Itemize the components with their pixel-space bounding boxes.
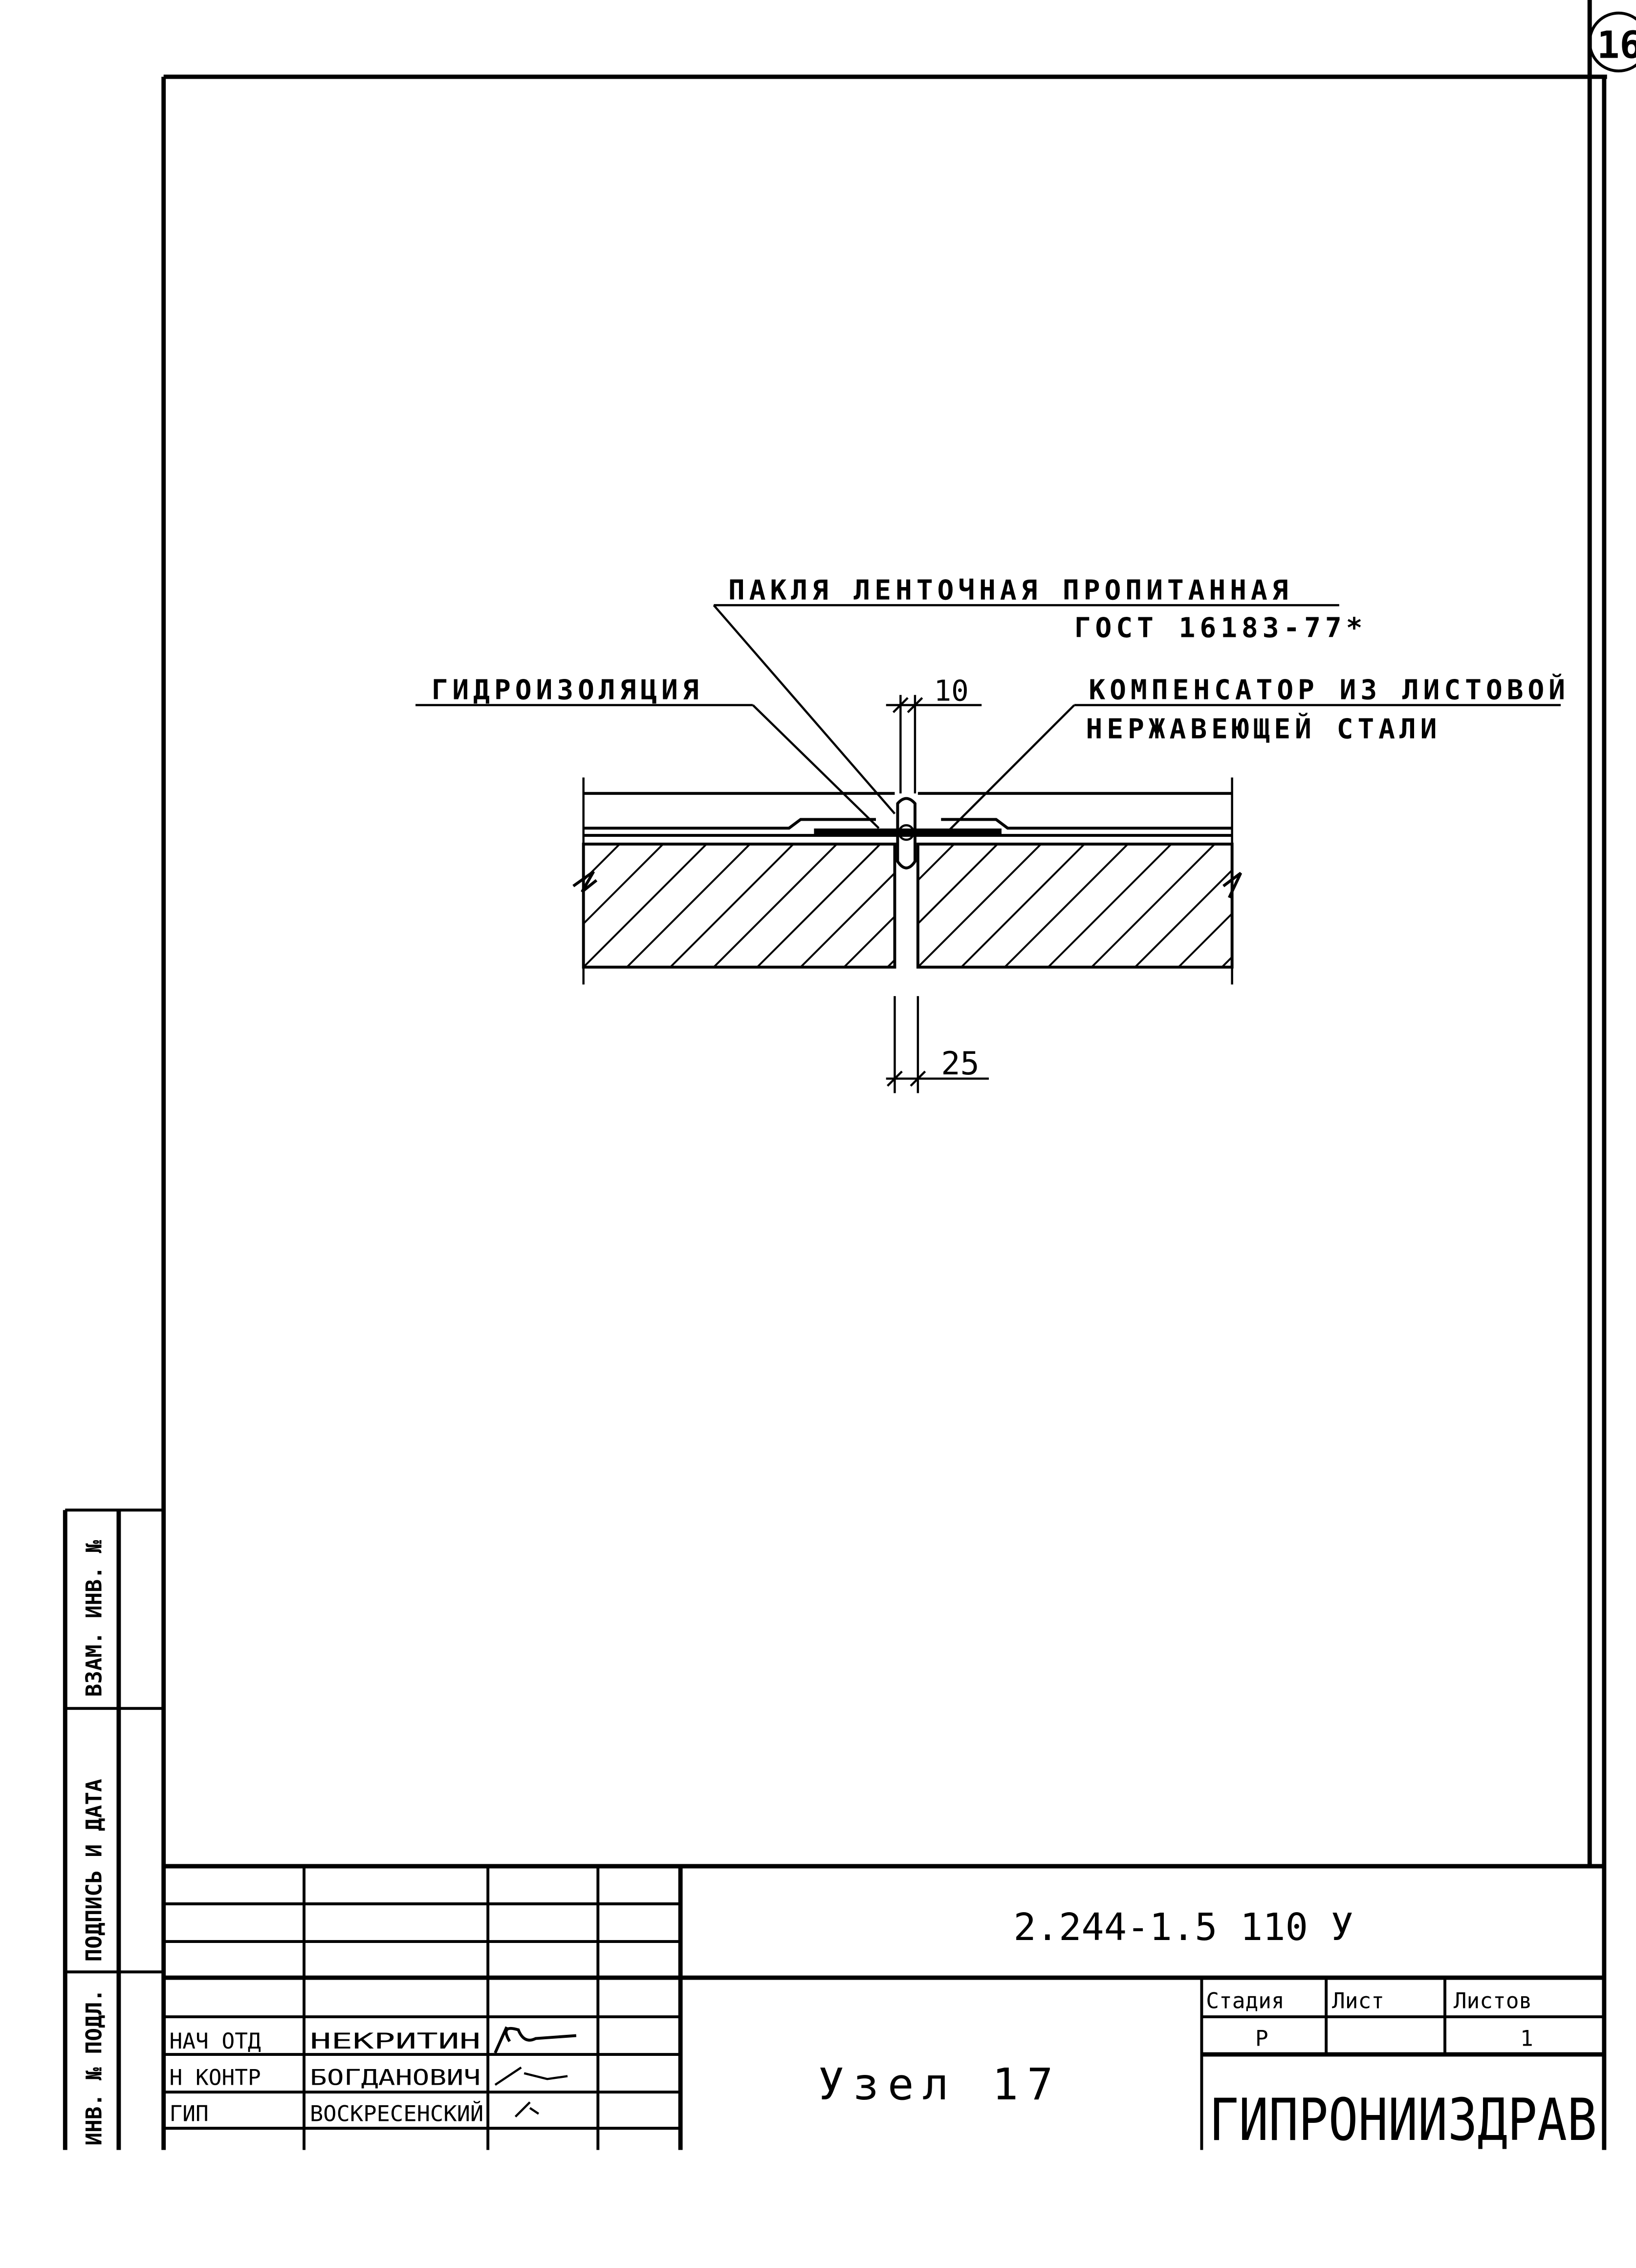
hatch-line — [670, 844, 794, 967]
signatory-name: БОГДАНОВИЧ — [310, 2065, 481, 2090]
dimension-10: 10 — [934, 674, 968, 708]
signatories: НАЧ ОТД НЕКРИТИН Н КОНТР БОГДАНОВИЧ ГИП … — [170, 2026, 577, 2126]
hatch-line — [583, 844, 664, 925]
stage-header: Стадия — [1206, 1988, 1284, 2013]
side-stamp — [63, 1508, 164, 2150]
drawing-designation: 2.244-1.5 110 У — [1013, 1906, 1353, 1949]
signature-3 — [514, 2101, 540, 2117]
hatch-line — [887, 959, 895, 967]
hatch-line — [1178, 912, 1232, 967]
stamp-field-original-inv: ИНВ. № ПОДЛ. — [82, 1989, 107, 2146]
hatch-line — [583, 844, 621, 882]
label-waterproofing: ГИДРОИЗОЛЯЦИЯ — [432, 675, 703, 706]
drawing-frame — [161, 74, 1607, 2150]
hatch-line — [800, 872, 895, 967]
drawing-title: Узел 17 — [818, 2059, 1062, 2110]
sheets-value: 1 — [1520, 2026, 1533, 2051]
hatch-line — [583, 844, 707, 967]
hatch-line — [453, 844, 576, 967]
hatch-line — [960, 844, 1085, 967]
hatch-line — [756, 844, 881, 967]
label-compensator-line1: КОМПЕНСАТОР ИЗ ЛИСТОВОЙ — [1089, 673, 1570, 706]
label-compensator-line2: НЕРЖАВЕЮЩЕЙ СТАЛИ — [1086, 712, 1441, 745]
signatory-name: НЕКРИТИН — [310, 2029, 481, 2054]
organization-name: ГИПРОНИИЗДРАВ — [1209, 2086, 1597, 2154]
stamp-field-signature-date: ПОДПИСЬ И ДАТА — [82, 1779, 107, 1962]
label-tow-gost: ГОСТ 16183-77* — [1074, 612, 1367, 644]
hatch-line — [843, 915, 895, 967]
hatch-line — [787, 844, 911, 967]
signatory-role: НАЧ ОТД — [170, 2029, 261, 2054]
title-block — [163, 1864, 1604, 2150]
hatch-line — [1091, 844, 1216, 967]
sheet-header: Лист — [1332, 1988, 1384, 2013]
hatch-line — [1134, 869, 1232, 967]
signatory-role: ГИП — [170, 2101, 209, 2126]
signatory-role: Н КОНТР — [170, 2065, 261, 2090]
signatory-name: ВОСКРЕСЕНСКИЙ — [310, 2100, 483, 2126]
hatch-line — [917, 844, 1042, 967]
dimension-25: 25 — [941, 1046, 979, 1082]
joint-detail-drawing — [415, 604, 1561, 1093]
stamp-field-replaced-inv: ВЗАМ. ИНВ. № — [82, 1540, 107, 1697]
sheet-number-badge: 161 — [1587, 0, 1636, 77]
sheet-number: 161 — [1597, 24, 1636, 67]
hatch-line — [713, 844, 838, 967]
hatch-line — [626, 844, 751, 967]
hatch-line — [917, 844, 955, 882]
stage-value: Р — [1255, 2026, 1268, 2051]
signature-2 — [494, 2066, 568, 2086]
hatch-line — [1004, 844, 1129, 967]
hatch-line — [1221, 956, 1232, 967]
hatch-line — [1047, 844, 1172, 967]
signature-1 — [494, 2026, 577, 2054]
sheets-header: Листов — [1454, 1988, 1532, 2013]
hatch-line — [917, 844, 999, 925]
label-tow: ПАКЛЯ ЛЕНТОЧНАЯ ПРОПИТАННАЯ — [728, 574, 1293, 606]
